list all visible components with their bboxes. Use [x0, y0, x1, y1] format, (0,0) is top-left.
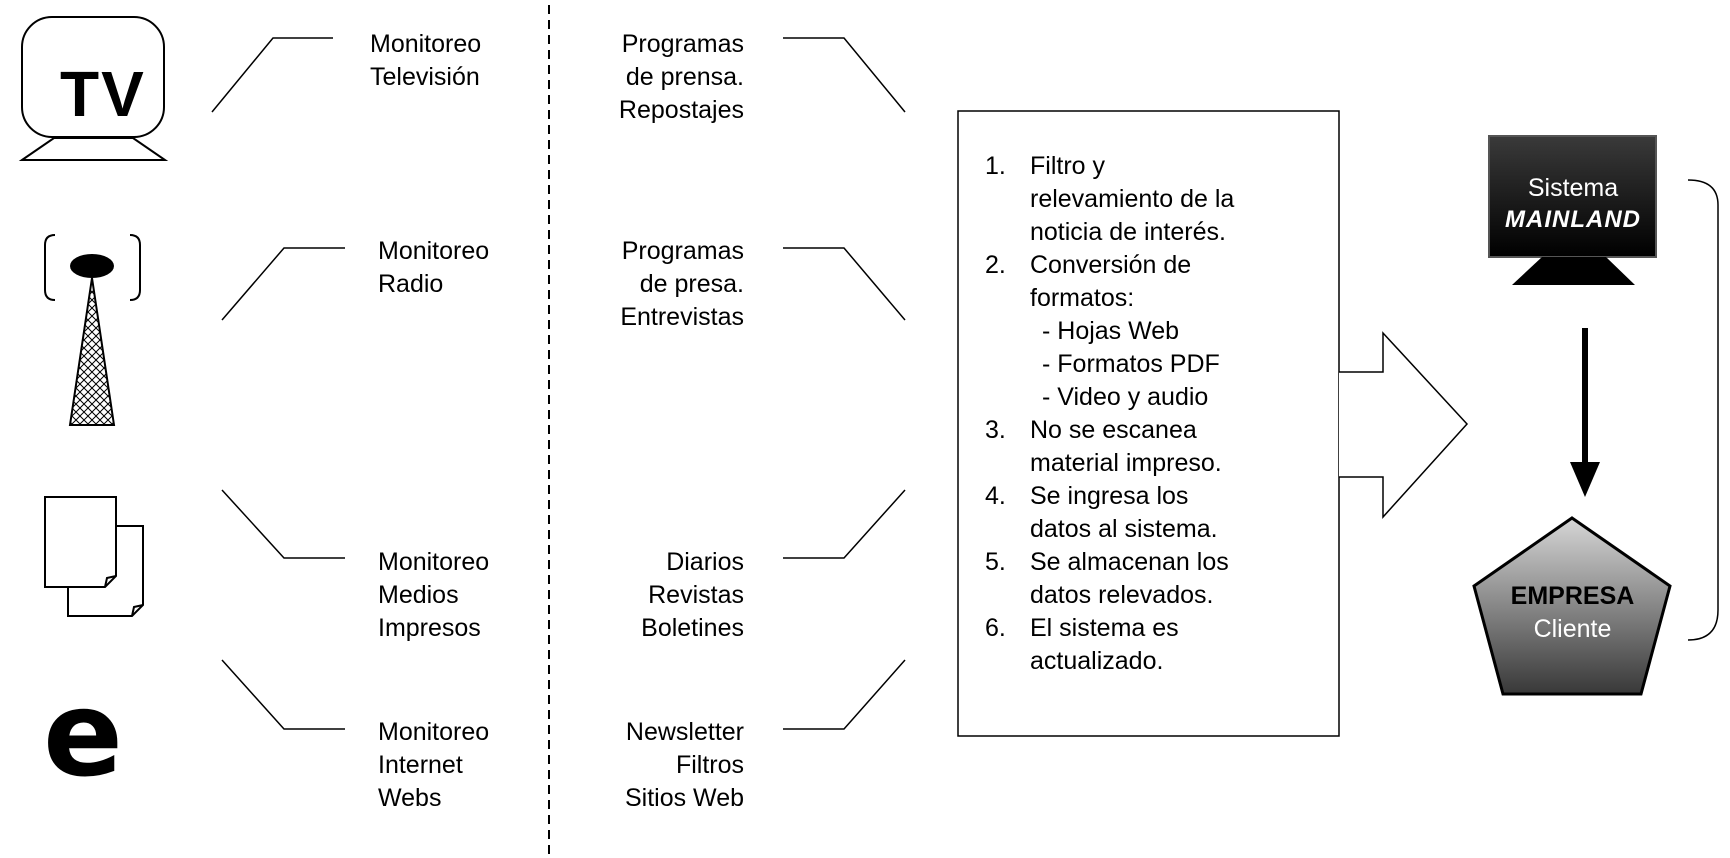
tv-icon-label: TV: [60, 58, 146, 130]
client-label-line1: EMPRESA: [1510, 582, 1635, 610]
media-label-line: Monitoreo: [378, 548, 490, 576]
media-label-line: Monitoreo: [378, 718, 490, 746]
content-label-tv: Programas de prensa. Repostajes: [619, 28, 744, 127]
content-label-line: Boletines: [641, 614, 744, 642]
media-label-line: Televisión: [370, 63, 480, 91]
media-label-line: Radio: [378, 270, 444, 298]
process-step: 2. Conversión de formatos:: [985, 249, 1315, 315]
content-label-print: Diarios Revistas Boletines: [641, 546, 744, 645]
step-text: No se escanea: [1030, 416, 1197, 444]
content-label-line: de prensa.: [625, 63, 744, 91]
step-text: datos al sistema.: [1030, 515, 1218, 543]
system-label-line1: Sistema: [1527, 174, 1619, 202]
step-text: material impreso.: [1030, 449, 1222, 477]
step-text: noticia de interés.: [1030, 218, 1226, 246]
content-label-line: Diarios: [666, 548, 744, 576]
media-label-line: Medios: [378, 581, 459, 609]
step-number: 3.: [985, 416, 1006, 444]
content-label-line: Sitios Web: [624, 784, 744, 812]
substep-text: - Formatos PDF: [1042, 350, 1220, 378]
system-monitor-icon: [1488, 135, 1657, 285]
content-label-line: Filtros: [675, 751, 744, 779]
client-pentagon-icon: [1472, 516, 1672, 696]
step-text: El sistema es: [1030, 614, 1179, 642]
internet-e-icon: e: [43, 665, 124, 803]
media-label-line: Webs: [378, 784, 442, 812]
content-label-line: Revistas: [648, 581, 744, 609]
step-text: relevamiento de la: [1030, 185, 1235, 213]
content-label-line: Programas: [621, 237, 744, 265]
substep-text: - Video y audio: [1042, 383, 1209, 411]
content-label-line: Entrevistas: [620, 303, 744, 331]
documents-icon: [44, 496, 144, 617]
down-arrow: [1570, 328, 1600, 497]
client-label-line2: Cliente: [1533, 615, 1612, 643]
process-arrow: [1339, 331, 1469, 519]
process-step: 6. El sistema es actualizado.: [985, 612, 1315, 678]
step-number: 1.: [985, 152, 1006, 180]
tv-icon: [18, 16, 169, 161]
process-substeps: - Hojas Web - Formatos PDF - Video y aud…: [985, 315, 1315, 414]
system-brand-logo: MAINLAND: [1505, 206, 1641, 233]
media-label-print: Monitoreo Medios Impresos: [378, 546, 489, 645]
content-label-line: de presa.: [639, 270, 744, 298]
step-text: actualizado.: [1030, 647, 1164, 675]
media-label-radio: Monitoreo Radio: [378, 235, 489, 301]
step-number: 4.: [985, 482, 1006, 510]
media-label-line: Internet: [378, 751, 463, 779]
process-step: 5. Se almacenan los datos relevados.: [985, 546, 1315, 612]
connector-lines-right: [783, 37, 906, 730]
step-number: 6.: [985, 614, 1006, 642]
media-label-internet: Monitoreo Internet Webs: [378, 716, 489, 815]
step-text: Se almacenan los: [1030, 548, 1229, 576]
process-box: [957, 110, 1340, 737]
process-step: 4. Se ingresa los datos al sistema.: [985, 480, 1315, 546]
step-number: 2.: [985, 251, 1006, 279]
step-text: Conversión de: [1030, 251, 1192, 279]
radio-tower-icon: [44, 234, 141, 426]
client-label: EMPRESA Cliente: [1485, 580, 1660, 646]
substep-text: - Hojas Web: [1042, 317, 1180, 345]
content-label-line: Newsletter: [625, 718, 744, 746]
content-label-line: Repostajes: [618, 96, 744, 124]
step-text: datos relevados.: [1030, 581, 1214, 609]
right-bracket: [1687, 179, 1719, 641]
process-steps: 1. Filtro y relevamiento de la noticia d…: [985, 150, 1315, 678]
step-text: formatos:: [1030, 284, 1135, 312]
media-label-line: Monitoreo: [370, 30, 482, 58]
connector-lines-left: [211, 37, 345, 730]
media-label-line: Impresos: [378, 614, 481, 642]
media-label-tv: Monitoreo Televisión: [370, 28, 481, 94]
step-text: Se ingresa los: [1030, 482, 1189, 510]
step-text: Filtro y: [1030, 152, 1105, 180]
system-label: Sistema MAINLAND: [1488, 172, 1658, 236]
content-label-line: Programas: [621, 30, 744, 58]
content-label-radio: Programas de presa. Entrevistas: [620, 235, 744, 334]
media-label-line: Monitoreo: [378, 237, 490, 265]
process-step: 1. Filtro y relevamiento de la noticia d…: [985, 150, 1315, 249]
step-number: 5.: [985, 548, 1006, 576]
process-step: 3. No se escanea material impreso.: [985, 414, 1315, 480]
content-label-internet: Newsletter Filtros Sitios Web: [625, 716, 744, 815]
